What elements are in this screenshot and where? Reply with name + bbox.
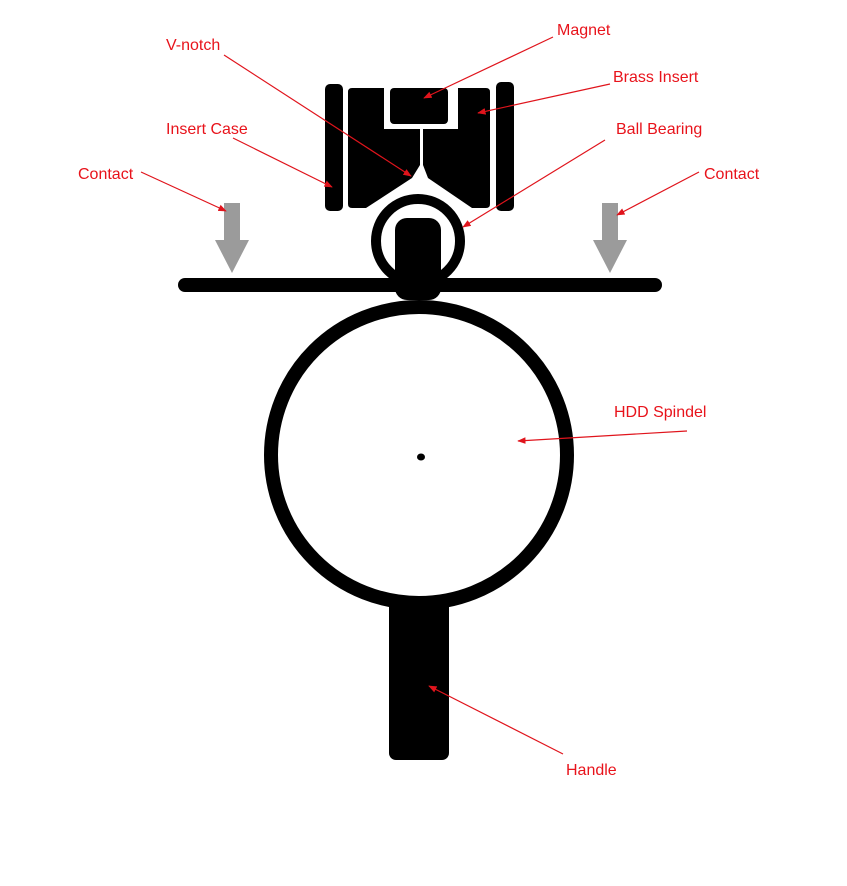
ball-bearing-leader — [462, 139, 606, 228]
label-insert-case: Insert Case — [166, 121, 248, 138]
magnet — [390, 88, 448, 124]
brass-insert-right-half — [423, 88, 490, 208]
hdd-spindel-leader — [517, 430, 688, 444]
label-hdd-spindel: HDD Spindel — [614, 404, 706, 421]
brass-insert-left-half — [348, 88, 420, 208]
label-magnet: Magnet — [557, 22, 611, 39]
contact-left-leader — [140, 171, 227, 212]
label-brass-insert: Brass Insert — [613, 69, 699, 86]
contact-right-leader — [616, 171, 700, 216]
magnet-leader — [423, 36, 554, 99]
insert-case-left-bar — [325, 84, 343, 211]
contact-right-arrow — [593, 203, 627, 273]
contact-left-arrow — [215, 203, 249, 273]
insert-case-leader — [232, 137, 333, 188]
hdd-spindel-center-dot — [417, 453, 425, 461]
handle-leader — [428, 685, 564, 755]
handle-bar — [389, 596, 449, 760]
brass-insert-leader — [477, 83, 611, 115]
label-contact-left: Contact — [78, 166, 134, 183]
label-handle: Handle — [566, 762, 617, 779]
contact-bar — [178, 278, 662, 292]
label-ball-bearing: Ball Bearing — [616, 121, 702, 138]
insert-case-right-bar — [496, 82, 514, 211]
v-notch-leader — [223, 54, 412, 177]
label-v-notch: V-notch — [166, 37, 220, 54]
label-contact-right: Contact — [704, 166, 760, 183]
